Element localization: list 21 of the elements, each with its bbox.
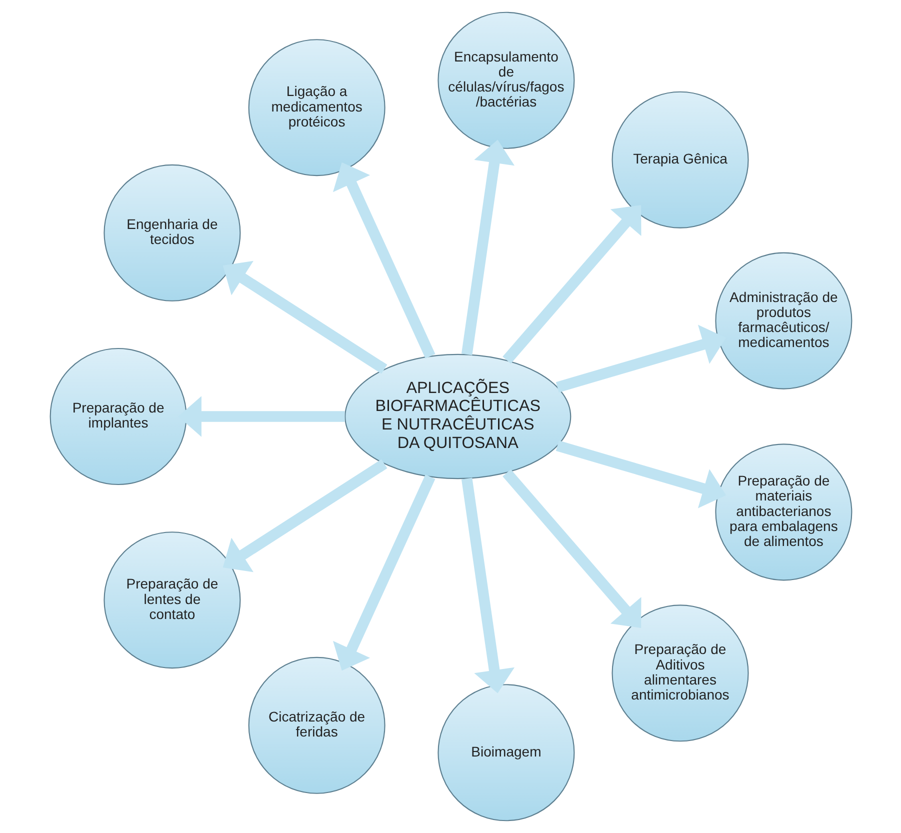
arrow xyxy=(502,205,641,364)
arrow xyxy=(332,162,435,358)
arrow xyxy=(502,469,641,628)
arrow xyxy=(555,440,726,508)
node-circle: Cicatrização de feridas xyxy=(248,656,385,794)
arrow xyxy=(460,478,514,694)
node-circle: Preparação de Aditivos alimentares antimicrobianos xyxy=(611,604,748,742)
node-circle: Encapsulamento de células/vírus/fagos /bactérias xyxy=(437,12,574,149)
node-circle: Preparação de lentes de contato xyxy=(103,532,240,669)
node-circle: Preparação de implantes xyxy=(49,348,186,486)
arrow xyxy=(460,140,514,356)
arrow xyxy=(332,474,435,671)
node-circle: Ligação a medicamentos protéicos xyxy=(248,39,385,176)
arrow xyxy=(222,459,387,572)
node-circle: Preparação de materiais antibacterianos para embalagens de alimentos xyxy=(714,444,852,581)
arrow xyxy=(222,260,387,374)
node-circle: Terapia Gênica xyxy=(611,91,748,228)
node-circle: Bioimagem xyxy=(437,684,574,822)
node-ellipse: APLICAÇÕES BIOFARMACÊUTICAS E NUTRACÊUTICAS DA QUITOSANA xyxy=(344,354,571,480)
node-circle: Engenharia de tecidos xyxy=(103,164,240,302)
node-circle: Administração de produtos farmacêuticos/ medicamentos xyxy=(714,252,852,390)
